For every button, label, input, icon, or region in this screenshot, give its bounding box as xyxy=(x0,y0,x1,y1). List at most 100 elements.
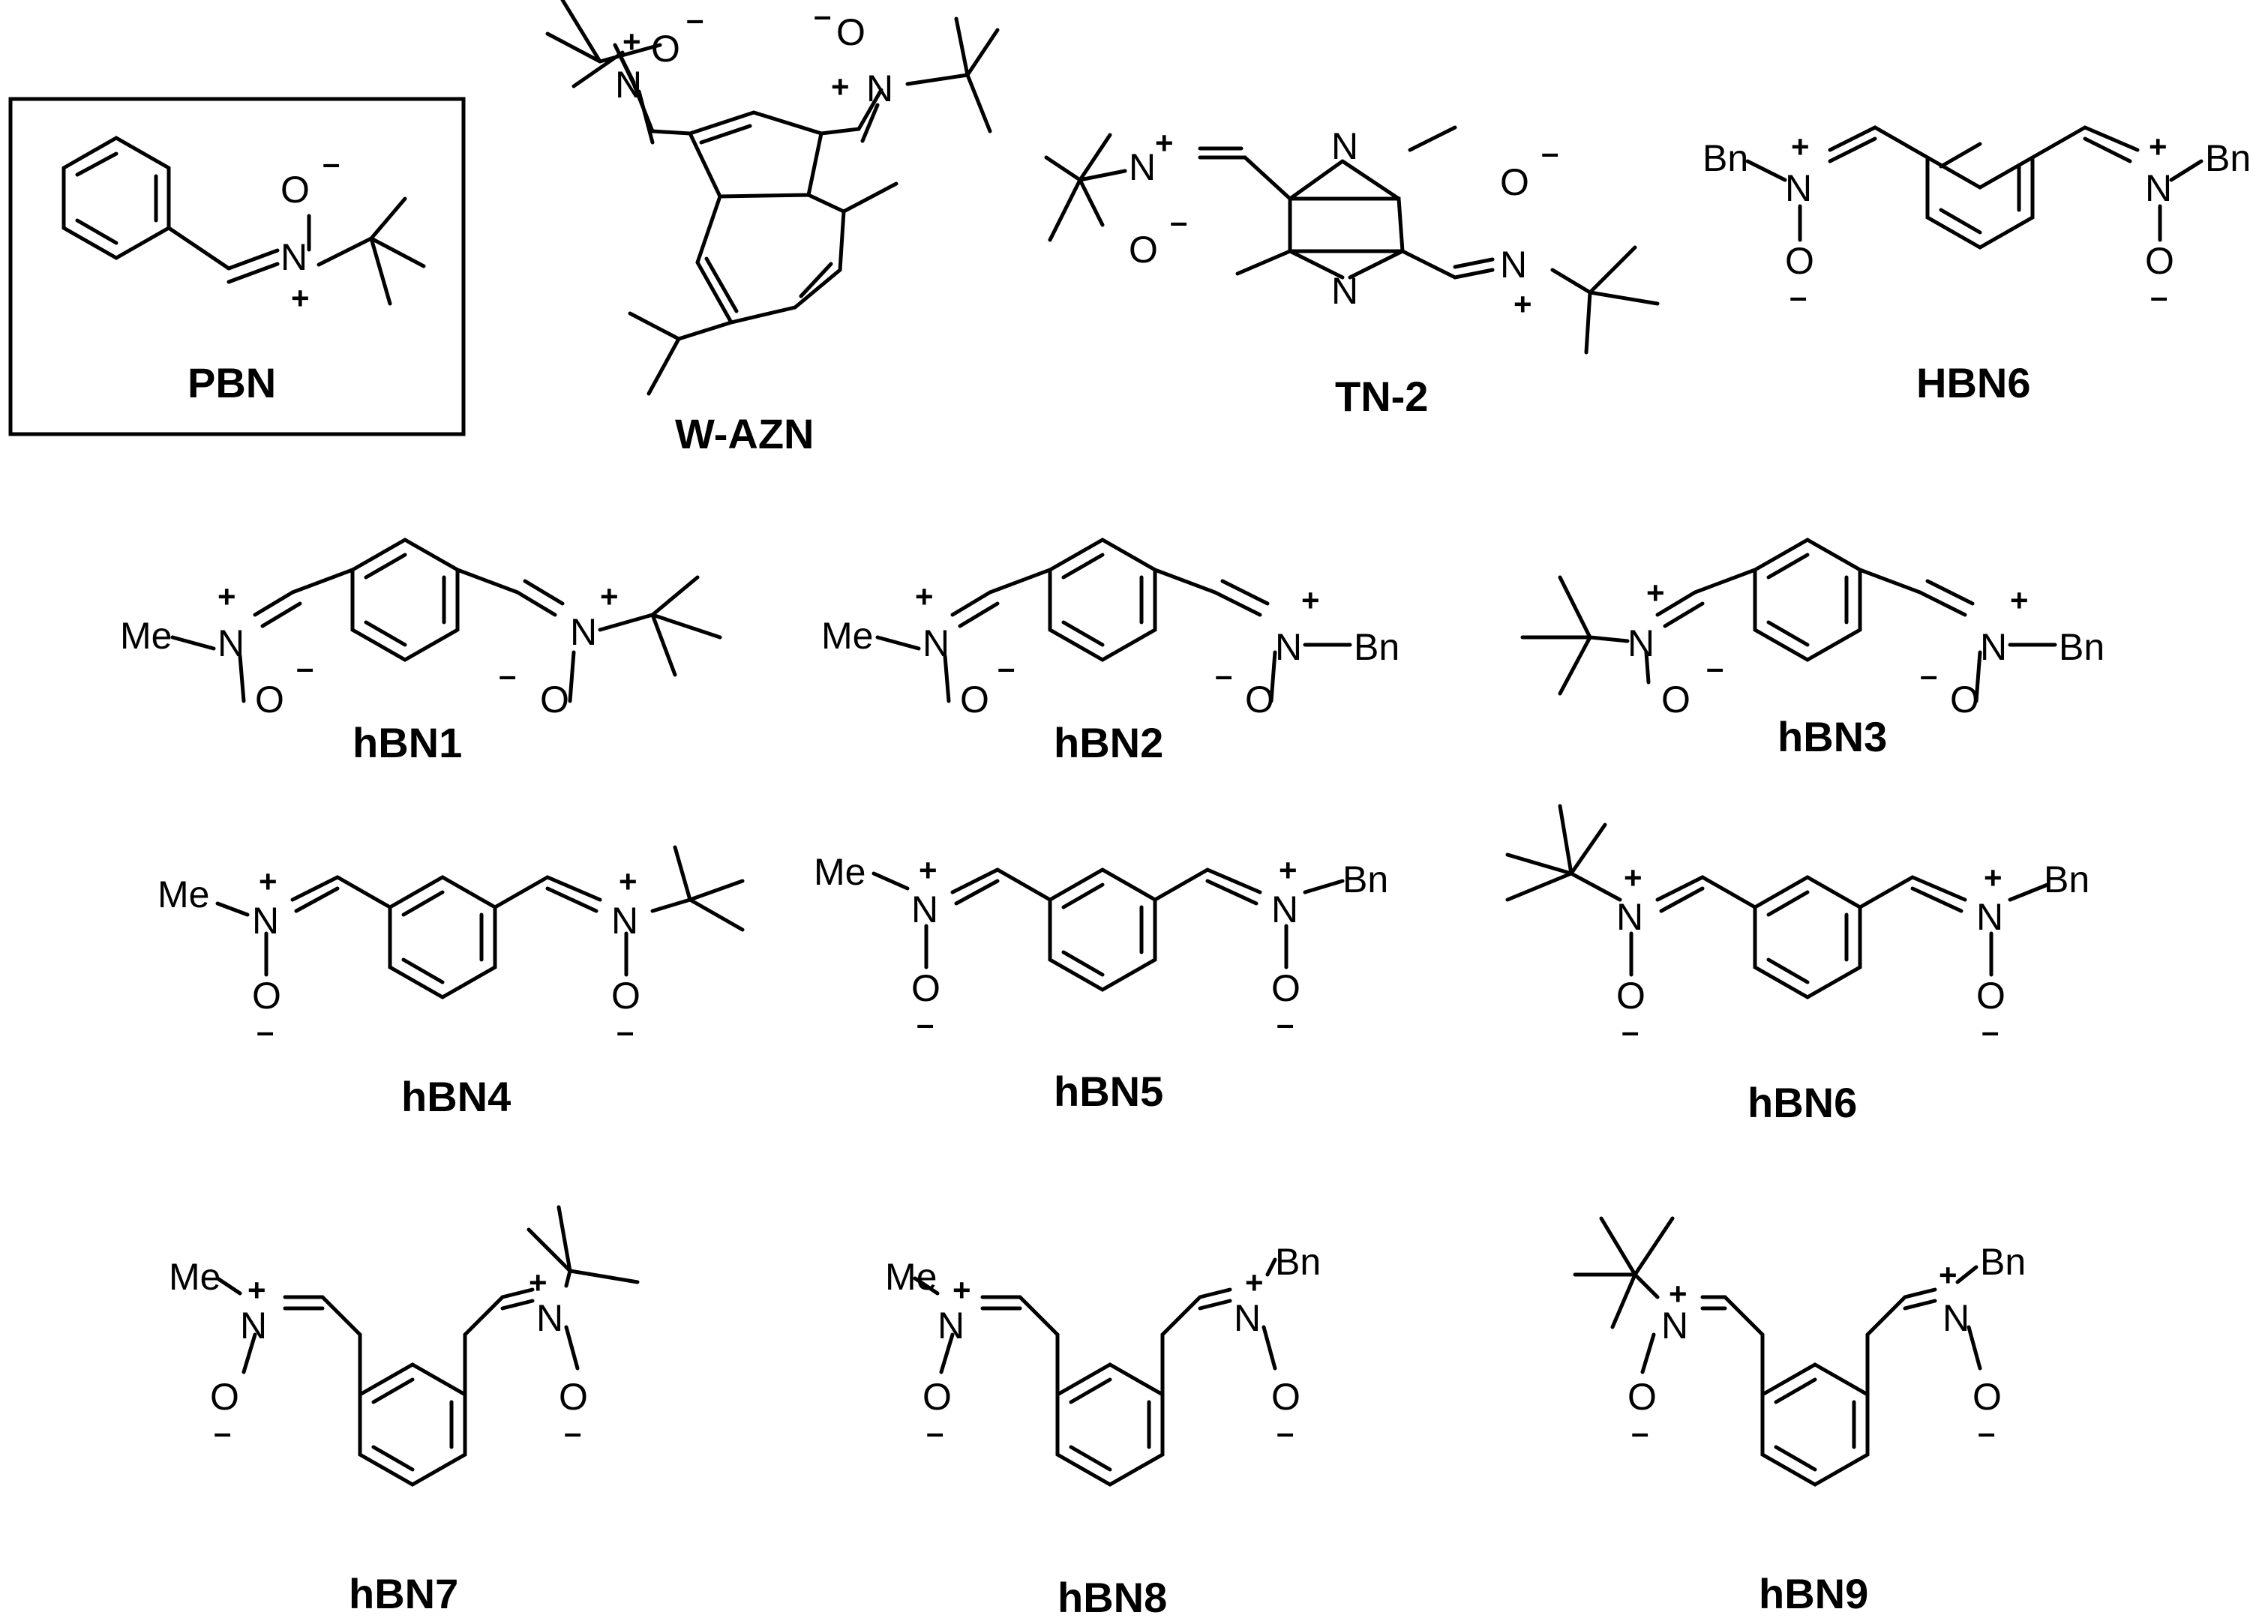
hbn6-benzyl-left: Bn xyxy=(1702,137,1748,179)
hbn1-negative-left: – xyxy=(296,650,314,685)
tn2-positive-right: + xyxy=(1514,286,1532,322)
pbn-negative-charge: – xyxy=(322,145,340,181)
compound-label: W-AZN xyxy=(675,410,814,457)
tn2-ring-nitrogen-top: N xyxy=(1331,125,1358,167)
hbn4-methyl: Me xyxy=(158,873,209,915)
hbn2-negative-left: – xyxy=(998,650,1015,685)
hbn8-nitrogen-right: N xyxy=(1234,1297,1261,1339)
compound-label: hBN1 xyxy=(352,719,462,766)
hbn9-oxygen-right: O xyxy=(1972,1376,2002,1418)
hbn5-negative-left: – xyxy=(916,1006,934,1041)
tn2-oxygen-right: O xyxy=(1500,161,1529,203)
hbn6-nitrogen-right: N xyxy=(2145,167,2172,209)
compound-hbn5: Me + N O – + N Bn O – hBN5 xyxy=(814,851,1388,1115)
w-azn-negative-left: – xyxy=(686,1,704,37)
hbn2-nitrogen-right: N xyxy=(1275,626,1302,668)
hbn2-oxygen-left: O xyxy=(960,679,989,721)
hbn6-nitrogen-right: N xyxy=(1976,896,2003,938)
hbn5-negative-right: – xyxy=(1276,1006,1294,1041)
pbn-oxygen: O xyxy=(280,169,310,211)
hbn2-methyl: Me xyxy=(821,615,873,657)
compound-hbn6-top: Bn N O + – N Bn O + – HBN6 xyxy=(1702,125,2251,406)
hbn7-positive-right: + xyxy=(529,1265,548,1300)
hbn6-top-structure xyxy=(1828,125,2140,250)
pbn-nitrogen: N xyxy=(280,236,308,278)
hbn5-nitrogen-left: N xyxy=(911,888,938,930)
w-azn-oxygen-left: O xyxy=(651,28,680,70)
hbn6-oxygen-left: O xyxy=(1785,240,1814,282)
hbn8-methyl: Me xyxy=(885,1256,937,1298)
hbn6-nitrogen-left: N xyxy=(1785,167,1812,209)
tn2-nitrogen-left: N xyxy=(1129,146,1156,188)
hbn7-negative-left: – xyxy=(214,1415,231,1450)
hbn3-nitrogen-right: N xyxy=(1980,626,2007,668)
hbn6-negative-left: – xyxy=(1622,1014,1639,1049)
tn2-oxygen-left: O xyxy=(1129,229,1158,271)
hbn4-negative-right: – xyxy=(616,1014,634,1049)
hbn8-oxygen-right: O xyxy=(1271,1376,1300,1418)
compound-hbn1: Me N + O – N + O – hBN1 xyxy=(120,538,722,766)
hbn7-nitrogen-left: N xyxy=(240,1305,267,1347)
hbn3-positive-left: + xyxy=(1646,575,1665,610)
compound-label: hBN7 xyxy=(349,1570,458,1617)
hbn6-benzyl: Bn xyxy=(2044,858,2090,900)
hbn5-oxygen-right: O xyxy=(1271,967,1300,1009)
hbn1-structure xyxy=(170,538,722,703)
hbn6-structure xyxy=(1505,804,2050,999)
hbn9-negative-left: – xyxy=(1631,1415,1648,1450)
hbn6-positive-right: + xyxy=(1984,860,2002,895)
hbn5-positive-right: + xyxy=(1279,852,1298,888)
tn2-structure xyxy=(1044,125,1660,355)
hbn9-nitrogen-left: N xyxy=(1661,1305,1688,1347)
hbn6-negative-left: – xyxy=(1790,279,1807,314)
hbn4-oxygen-left: O xyxy=(252,975,281,1017)
compound-label: hBN4 xyxy=(401,1073,511,1120)
hbn3-nitrogen-left: N xyxy=(1628,622,1654,664)
compound-label: HBN6 xyxy=(1916,359,2030,406)
hbn4-positive-left: + xyxy=(259,864,278,899)
hbn7-oxygen-right: O xyxy=(559,1376,588,1418)
hbn6-oxygen-right: O xyxy=(2145,240,2174,282)
tn2-positive-left: + xyxy=(1155,125,1174,160)
hbn7-nitrogen-right: N xyxy=(536,1297,563,1339)
hbn8-positive-left: + xyxy=(952,1272,971,1308)
compound-label: hBN6 xyxy=(1748,1079,1857,1126)
hbn4-positive-right: + xyxy=(619,864,638,899)
hbn6-negative-right: – xyxy=(1982,1014,1999,1049)
hbn1-positive-right: + xyxy=(600,579,619,614)
hbn8-positive-right: + xyxy=(1245,1265,1264,1300)
w-azn-positive-left: + xyxy=(622,24,641,59)
hbn2-positive-right: + xyxy=(1301,583,1320,618)
tn2-ring-nitrogen-bottom: N xyxy=(1331,270,1358,312)
pbn-highlight-box xyxy=(8,97,466,436)
compound-label: PBN xyxy=(188,359,276,406)
compound-hbn9: + N O – + Bn N O – hBN9 xyxy=(1573,1216,2026,1617)
hbn5-nitrogen-right: N xyxy=(1271,888,1298,930)
hbn1-nitrogen-left: N xyxy=(218,622,244,664)
hbn3-positive-right: + xyxy=(2010,583,2029,618)
hbn8-benzyl: Bn xyxy=(1275,1241,1321,1283)
compound-hbn4: Me + N O – + N O – hBN4 xyxy=(158,845,745,1120)
hbn6-negative-right: – xyxy=(2150,279,2168,314)
hbn1-nitrogen-right: N xyxy=(570,611,597,653)
hbn6-n-o-bonds xyxy=(1745,159,2204,242)
hbn6-nitrogen-left: N xyxy=(1616,896,1643,938)
hbn1-positive-left: + xyxy=(218,579,236,614)
compound-label: hBN5 xyxy=(1054,1068,1163,1115)
compound-hbn3: N + O – N + Bn O – hBN3 xyxy=(1520,538,2104,760)
hbn1-methyl: Me xyxy=(120,615,172,657)
hbn5-structure xyxy=(872,867,1345,992)
hbn7-oxygen-left: O xyxy=(210,1376,239,1418)
hbn8-negative-left: – xyxy=(926,1415,944,1450)
compound-label: hBN2 xyxy=(1054,719,1163,766)
tn2-negative-right: – xyxy=(1541,135,1558,170)
hbn9-nitrogen-right: N xyxy=(1942,1297,1970,1339)
hbn7-negative-right: – xyxy=(564,1415,581,1450)
hbn6-oxygen-right: O xyxy=(1976,975,2006,1017)
hbn9-positive-left: + xyxy=(1669,1276,1688,1311)
hbn7-methyl: Me xyxy=(169,1256,220,1298)
hbn2-benzyl: Bn xyxy=(1354,626,1400,668)
hbn8-structure xyxy=(913,1257,1277,1487)
hbn6-oxygen-left: O xyxy=(1616,975,1646,1017)
hbn8-oxygen-left: O xyxy=(922,1376,952,1418)
